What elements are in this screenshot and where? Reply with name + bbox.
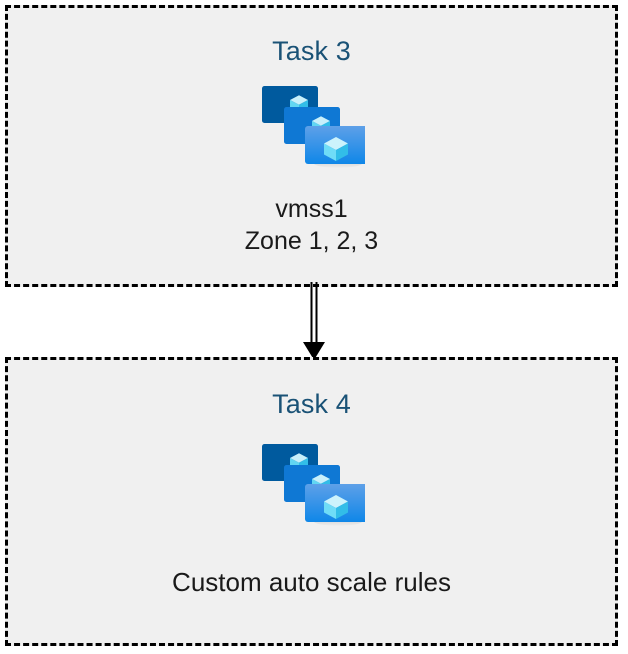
task-3-caption-line2: Zone 1, 2, 3 <box>244 227 379 255</box>
task-4-caption: Custom auto scale rules <box>172 567 451 597</box>
task-3-title: Task 3 <box>272 36 351 66</box>
vmss-icon <box>261 86 365 168</box>
task-4-icon-wrap <box>259 440 365 540</box>
task-3-caption-line1: vmss1 <box>275 195 348 223</box>
task-node-task-4[interactable]: Task 4 <box>5 357 618 646</box>
task-4-title: Task 4 <box>272 389 351 419</box>
task-3-icon-wrap <box>259 82 365 182</box>
task-node-task-3[interactable]: Task 3 <box>5 5 618 287</box>
connector-task3-to-task4 <box>303 282 325 360</box>
vmss-icon <box>261 444 365 526</box>
